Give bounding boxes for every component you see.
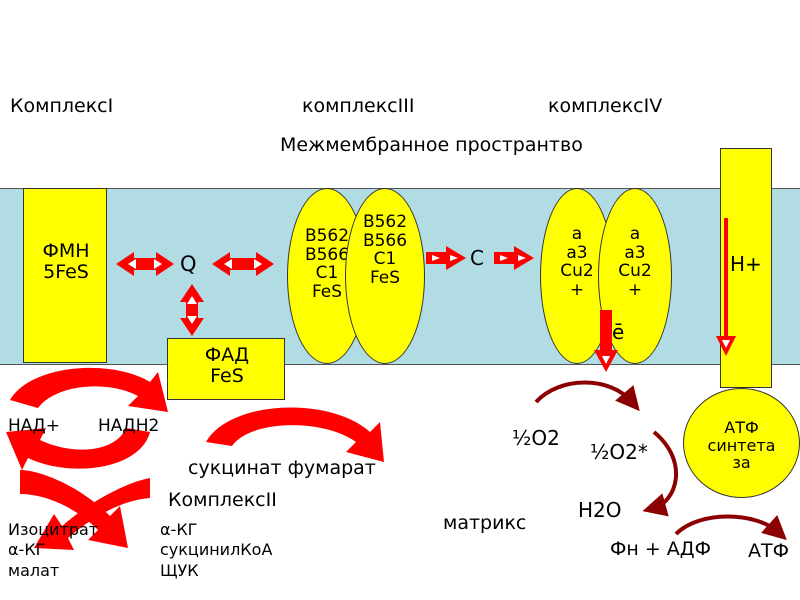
- complex2-label: КомплексII: [168, 491, 277, 510]
- q-complex3-double-arrow: [212, 252, 274, 276]
- water-label: H2O: [578, 500, 622, 520]
- c-to-complex4-arrow: [494, 246, 534, 270]
- half-oxygen-label: ½O2: [512, 428, 560, 448]
- nad-label: НАД+: [8, 418, 60, 435]
- proton-flow-arrow: [716, 218, 736, 356]
- fmn-q-double-arrow: [116, 252, 174, 276]
- succinate-fumarate-arrow: [206, 408, 384, 462]
- succinate-fumarate-label: сукцинат фумарат: [188, 459, 376, 478]
- electron-down-arrow: [594, 310, 618, 372]
- tca-substrates-right: α-КГ сукцинилКоА ЩУК: [160, 520, 272, 581]
- complex3-to-c-arrow: [426, 246, 466, 270]
- water-formation-arrow: [654, 432, 676, 508]
- atp-label: АТФ: [748, 542, 789, 561]
- tca-substrates-left: Изоцитрат α-КГ малат: [8, 520, 98, 581]
- nadh2-label: НАДН2: [98, 418, 159, 435]
- activated-oxygen-label: ½O2*: [590, 442, 648, 462]
- nad-cycle-arrow: [10, 368, 168, 412]
- matrix-label: матрикс: [443, 514, 526, 533]
- atp-formation-arrow: [676, 517, 778, 535]
- q-fad-double-arrow: [180, 284, 204, 336]
- phosphate-adp-label: Фн + АДФ: [610, 540, 711, 559]
- oxygen-activation-arrow: [536, 383, 632, 403]
